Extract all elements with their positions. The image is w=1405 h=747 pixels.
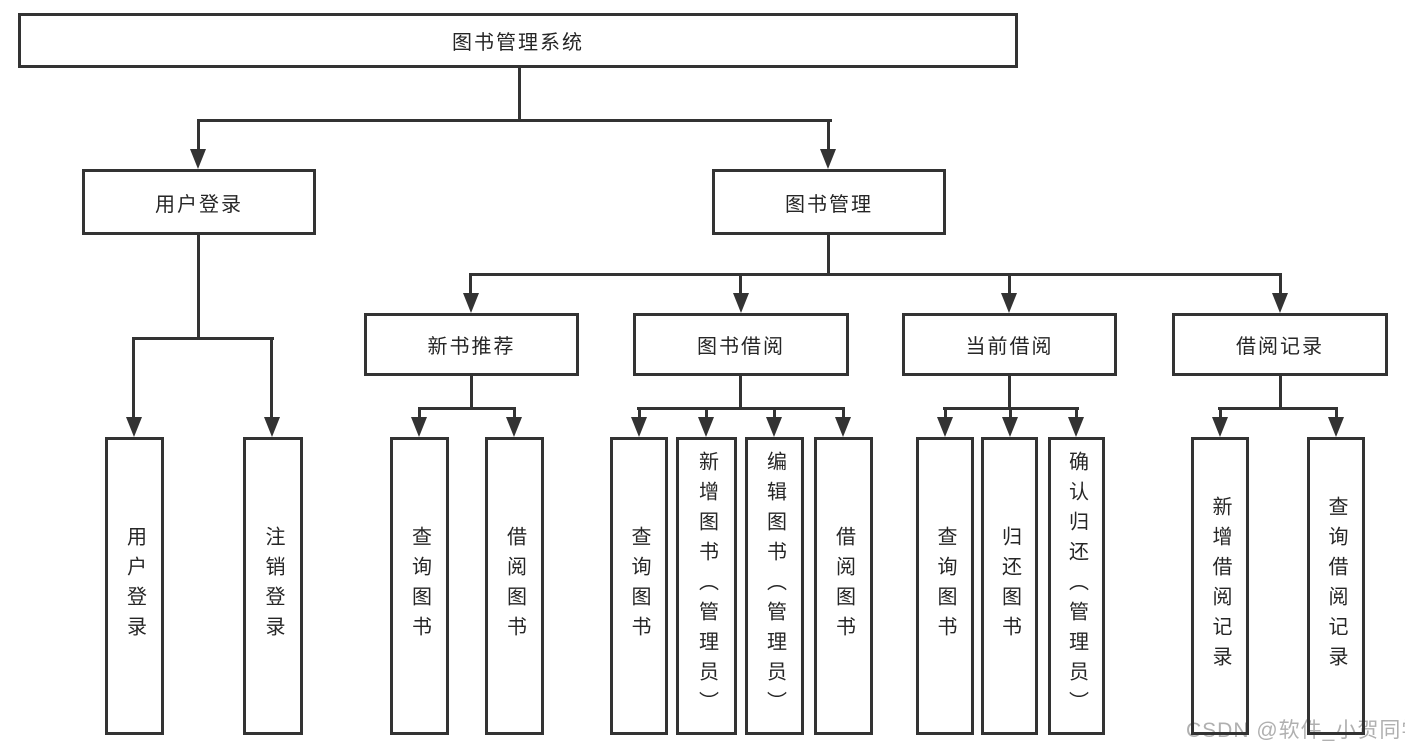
arrow-down-icon <box>698 417 714 437</box>
connector-line <box>1218 407 1338 410</box>
arrow-down-icon <box>411 417 427 437</box>
leaf-borrow-books-1: 借阅图书 <box>485 437 544 735</box>
leaf-borrow-books-2-label: 借阅图书 <box>832 526 855 646</box>
arrow-down-icon <box>1328 417 1344 437</box>
node-user-login: 用户登录 <box>82 169 316 235</box>
connector-line <box>1335 407 1338 417</box>
node-new-book-recommend: 新书推荐 <box>364 313 579 376</box>
leaf-logout: 注销登录 <box>243 437 303 735</box>
leaf-user-login-label: 用户登录 <box>123 526 146 646</box>
connector-line <box>1075 407 1078 417</box>
connector-line <box>1219 407 1222 417</box>
leaf-query-borrow-record-label: 查询借阅记录 <box>1325 496 1347 676</box>
node-new-book-recommend-label: 新书推荐 <box>427 336 516 358</box>
connector-line <box>944 407 947 417</box>
node-book-management-label: 图书管理 <box>785 193 873 216</box>
arrow-down-icon <box>820 149 836 169</box>
connector-line <box>1008 376 1011 407</box>
arrow-down-icon <box>766 417 782 437</box>
connector-line <box>197 235 200 337</box>
node-current-borrowing-label: 当前借阅 <box>965 336 1054 358</box>
leaf-query-books-2: 查询图书 <box>610 437 668 735</box>
node-book-borrowing: 图书借阅 <box>633 313 849 376</box>
leaf-return-books: 归还图书 <box>981 437 1038 735</box>
arrow-down-icon <box>631 417 647 437</box>
leaf-query-books-3: 查询图书 <box>916 437 974 735</box>
node-book-borrowing-label: 图书借阅 <box>697 336 785 358</box>
connector-line <box>469 273 1282 276</box>
arrow-down-icon <box>506 417 522 437</box>
leaf-query-books-3-label: 查询图书 <box>934 526 956 646</box>
leaf-confirm-return-admin-label: 确认归还（管理员） <box>1065 451 1088 721</box>
node-library-system-label: 图书管理系统 <box>452 32 584 54</box>
connector-line <box>827 119 830 149</box>
leaf-query-borrow-record: 查询借阅记录 <box>1307 437 1365 735</box>
leaf-add-books-admin: 新增图书（管理员） <box>676 437 737 735</box>
node-current-borrowing: 当前借阅 <box>902 313 1117 376</box>
arrow-down-icon <box>1272 293 1288 313</box>
connector-line <box>1279 273 1282 293</box>
leaf-query-books-1-label: 查询图书 <box>408 526 431 646</box>
connector-line <box>469 273 472 293</box>
leaf-query-books-2-label: 查询图书 <box>628 526 650 646</box>
connector-line <box>842 407 845 417</box>
connector-line <box>132 337 274 340</box>
arrow-down-icon <box>937 417 953 437</box>
leaf-edit-books-admin: 编辑图书（管理员） <box>745 437 804 735</box>
leaf-add-borrow-record: 新增借阅记录 <box>1191 437 1249 735</box>
connector-line <box>827 235 830 273</box>
leaf-add-borrow-record-label: 新增借阅记录 <box>1209 496 1231 676</box>
arrow-down-icon <box>835 417 851 437</box>
connector-line <box>418 407 516 410</box>
connector-line <box>197 119 832 122</box>
leaf-borrow-books-1-label: 借阅图书 <box>503 526 526 646</box>
leaf-add-books-admin-label: 新增图书（管理员） <box>695 451 718 721</box>
connector-line <box>705 407 708 417</box>
leaf-logout-label: 注销登录 <box>262 526 284 646</box>
arrow-down-icon <box>190 149 206 169</box>
connector-line <box>1279 376 1282 407</box>
connector-line <box>470 376 473 407</box>
connector-line <box>132 337 135 417</box>
arrow-down-icon <box>264 417 280 437</box>
leaf-return-books-label: 归还图书 <box>998 526 1021 646</box>
arrow-down-icon <box>1212 417 1228 437</box>
connector-line <box>270 337 273 417</box>
connector-line <box>773 407 776 417</box>
leaf-confirm-return-admin: 确认归还（管理员） <box>1048 437 1105 735</box>
arrow-down-icon <box>1001 293 1017 313</box>
csdn-watermark: CSDN @软件_小贺同学 <box>1186 719 1405 742</box>
node-user-login-label: 用户登录 <box>155 193 243 216</box>
leaf-edit-books-admin-label: 编辑图书（管理员） <box>763 451 786 721</box>
node-book-management: 图书管理 <box>712 169 946 235</box>
connector-line <box>739 376 742 407</box>
arrow-down-icon <box>126 417 142 437</box>
node-borrowing-records-label: 借阅记录 <box>1236 336 1324 358</box>
arrow-down-icon <box>1068 417 1084 437</box>
connector-line <box>1009 407 1012 417</box>
arrow-down-icon <box>1002 417 1018 437</box>
connector-line <box>518 68 521 119</box>
connector-line <box>638 407 641 417</box>
connector-line <box>197 119 200 149</box>
connector-line <box>1008 273 1011 293</box>
leaf-user-login: 用户登录 <box>105 437 164 735</box>
connector-line <box>513 407 516 417</box>
leaf-query-books-1: 查询图书 <box>390 437 449 735</box>
node-library-system: 图书管理系统 <box>18 13 1018 68</box>
arrow-down-icon <box>463 293 479 313</box>
node-borrowing-records: 借阅记录 <box>1172 313 1388 376</box>
connector-line <box>739 273 742 293</box>
connector-line <box>637 407 845 410</box>
leaf-borrow-books-2: 借阅图书 <box>814 437 873 735</box>
arrow-down-icon <box>733 293 749 313</box>
connector-line <box>418 407 421 417</box>
